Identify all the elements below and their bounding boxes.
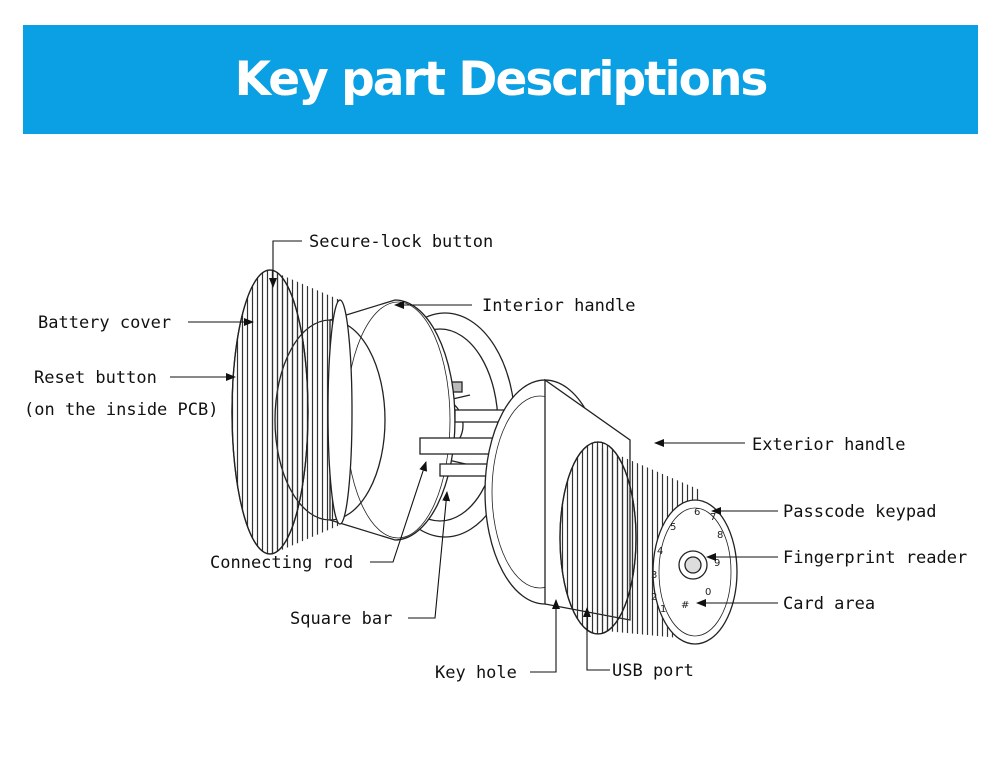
part-labels: Secure-lock button Interior handle Batte… — [24, 232, 967, 683]
keypad-key: # — [681, 600, 689, 611]
label-passcode-keypad: Passcode keypad — [783, 502, 937, 522]
interior-handle — [329, 299, 456, 541]
label-usb-port: USB port — [612, 661, 694, 681]
label-secure-lock-button: Secure-lock button — [309, 232, 493, 252]
label-connecting-rod: Connecting rod — [210, 553, 353, 573]
interior-assembly — [231, 269, 516, 555]
leader-lines — [170, 240, 778, 673]
leader-secure-lock — [269, 240, 302, 288]
label-interior-handle: Interior handle — [482, 296, 636, 316]
page-title: Key part Descriptions — [234, 52, 769, 107]
label-reset-button: Reset button — [34, 368, 157, 388]
label-key-hole: Key hole — [435, 663, 517, 683]
label-reset-button-note: (on the inside PCB) — [24, 400, 218, 420]
keypad-key: 0 — [705, 587, 711, 598]
exterior-assembly — [484, 378, 738, 645]
keypad-key: 4 — [657, 546, 663, 557]
label-card-area: Card area — [783, 594, 875, 614]
keypad-key: 5 — [670, 522, 676, 533]
label-battery-cover: Battery cover — [38, 313, 171, 333]
label-square-bar: Square bar — [290, 609, 392, 629]
label-fingerprint-reader: Fingerprint reader — [783, 548, 967, 568]
keypad-key: 9 — [714, 558, 720, 569]
keypad-key: 7 — [710, 512, 716, 523]
title-banner: Key part Descriptions — [23, 25, 978, 134]
leader-key-hole — [530, 599, 560, 673]
keypad-key: 3 — [651, 570, 657, 581]
keypad-key: 2 — [651, 592, 657, 603]
keypad-key: 1 — [660, 604, 666, 615]
leader-square-bar — [408, 491, 451, 619]
leader-connecting-rod — [370, 461, 427, 563]
label-exterior-handle: Exterior handle — [752, 435, 906, 455]
passcode-keypad: 1 2 3 4 5 6 7 8 9 0 # — [651, 507, 723, 615]
keypad-key: 8 — [717, 530, 723, 541]
leader-usb-port — [583, 607, 610, 671]
keypad-key: 6 — [694, 507, 700, 518]
